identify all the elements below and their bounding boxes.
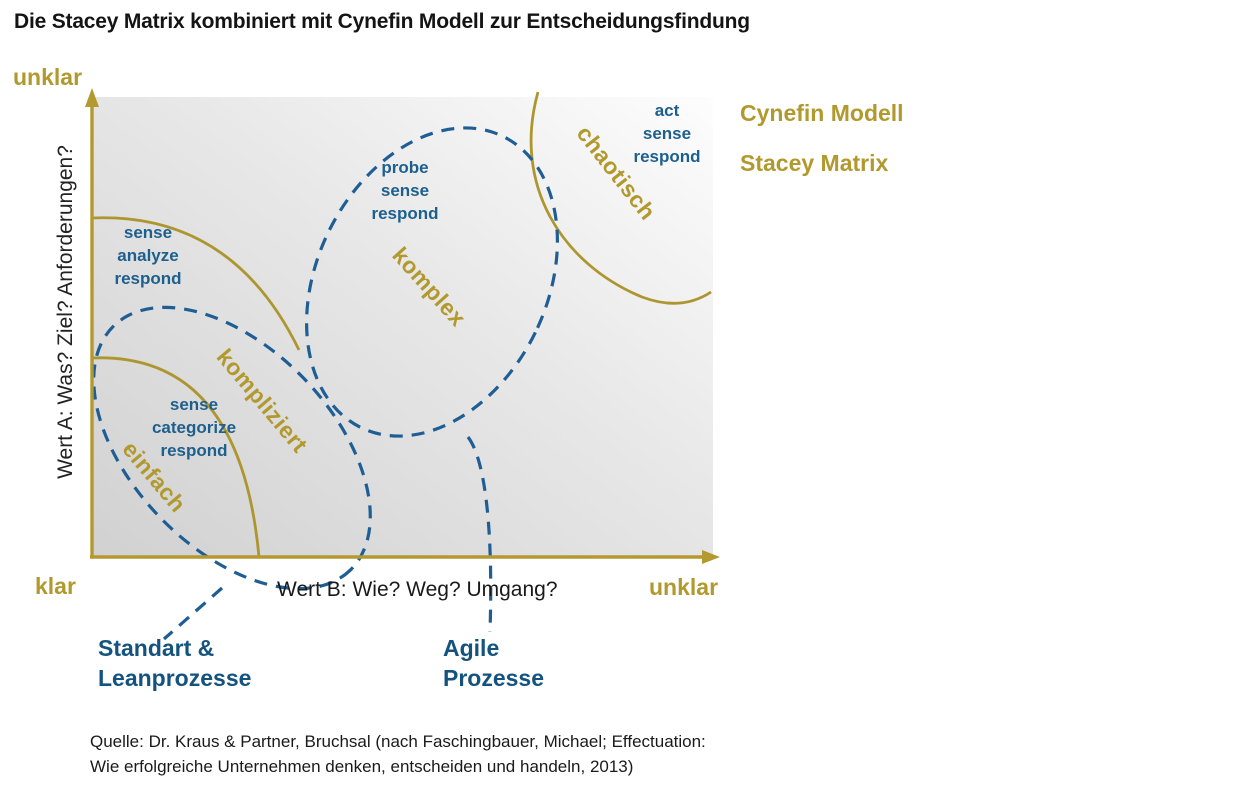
callout-line: Standart & (98, 635, 215, 661)
x-axis-arrow-icon (702, 550, 720, 564)
y-axis-max-label: unklar (13, 64, 83, 90)
standard-connector-line (162, 586, 224, 641)
approach-line: respond (114, 269, 182, 288)
x-axis-title: Wert B: Wie? Weg? Umgang? (277, 578, 558, 601)
plot-area (92, 97, 713, 558)
approach-line: probe (381, 158, 429, 177)
kompliziert-arc (91, 216, 301, 351)
agile-connector-line (466, 436, 493, 633)
approach-line: respond (160, 441, 228, 460)
approach-line: sense (642, 124, 692, 143)
approach-line: respond (633, 147, 701, 166)
x-axis-max-label: unklar (649, 574, 719, 600)
approach-einfach: sense categorize respond (124, 393, 264, 462)
chaotisch-arc (529, 91, 712, 305)
einfach-arc (91, 356, 261, 558)
approach-line: sense (380, 181, 430, 200)
legend-cynefin-modell: Cynefin Modell (740, 100, 904, 126)
approach-komplex: probe sense respond (335, 156, 475, 225)
source-attribution: Quelle: Dr. Kraus & Partner, Bruchsal (n… (90, 729, 706, 779)
y-axis-title: Wert A: Was? Ziel? Anforderungen? (54, 145, 77, 479)
callout-standard-leanprozesse: Standart & Leanprozesse (98, 633, 251, 693)
y-axis-arrow-icon (85, 88, 99, 107)
kompliziert-ellipse (92, 305, 372, 591)
approach-kompliziert: sense analyze respond (78, 221, 218, 290)
approach-line: act (654, 101, 680, 120)
approach-chaotisch: act sense respond (597, 99, 737, 168)
y-axis-min-label: klar (35, 573, 76, 599)
approach-line: analyze (117, 246, 179, 265)
source-line: Quelle: Dr. Kraus & Partner, Bruchsal (n… (90, 732, 706, 751)
approach-line: sense (123, 223, 173, 242)
approach-line: categorize (151, 418, 237, 437)
approach-line: respond (371, 204, 439, 223)
source-line: Wie erfolgreiche Unternehmen denken, ent… (90, 757, 634, 776)
callout-line: Leanprozesse (98, 665, 252, 691)
callout-agile-prozesse: Agile Prozesse (443, 633, 544, 693)
komplex-ellipse (304, 126, 560, 438)
approach-line: sense (169, 395, 219, 414)
page-title: Die Stacey Matrix kombiniert mit Cynefin… (14, 10, 750, 33)
callout-line: Prozesse (443, 665, 545, 691)
legend-stacey-matrix: Stacey Matrix (740, 150, 889, 176)
callout-line: Agile (443, 635, 500, 661)
